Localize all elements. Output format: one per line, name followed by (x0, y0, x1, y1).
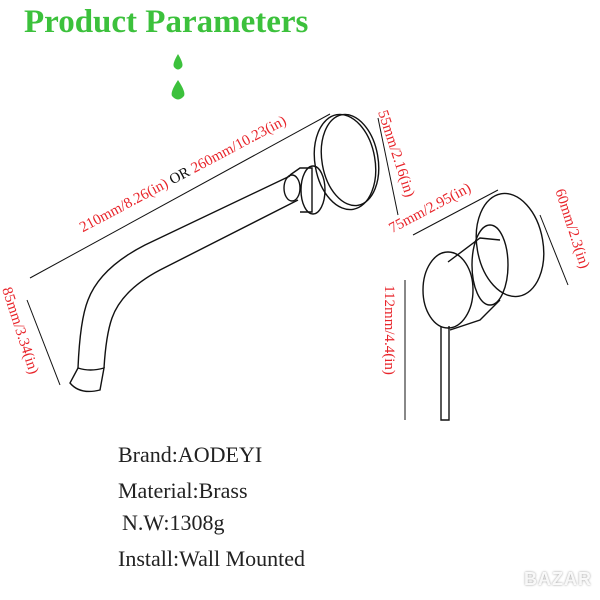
spout-height-label: 85mm/3.34(in) (0, 285, 41, 376)
spec-brand: Brand:AODEYI (118, 442, 263, 467)
spout-drawing (69, 113, 380, 393)
svg-text:210mm/8.26(in) OR: 210mm/8.26(in) OR 260mm/10.23(in) (77, 113, 289, 236)
dimension-lines (26, 113, 569, 420)
spout-plate-label: 55mm/2.16(in) (374, 108, 417, 199)
spec-weight: N.W:1308g (122, 510, 225, 535)
dimension-labels: 210mm/8.26(in) OR 260mm/10.23(in) 55mm/2… (0, 108, 592, 376)
lever-length-label: 112mm/4.4(in) (381, 285, 397, 375)
watermark-logo: BAZAR (524, 569, 592, 589)
spout-length-label-a: 210mm/8.26(in) (77, 174, 174, 236)
mixer-drawing (422, 192, 545, 421)
water-drop-icon (171, 54, 185, 100)
spec-material: Material:Brass (118, 478, 248, 503)
spec-install: Install:Wall Mounted (118, 546, 306, 571)
page-title: Product Parameters (24, 4, 309, 40)
